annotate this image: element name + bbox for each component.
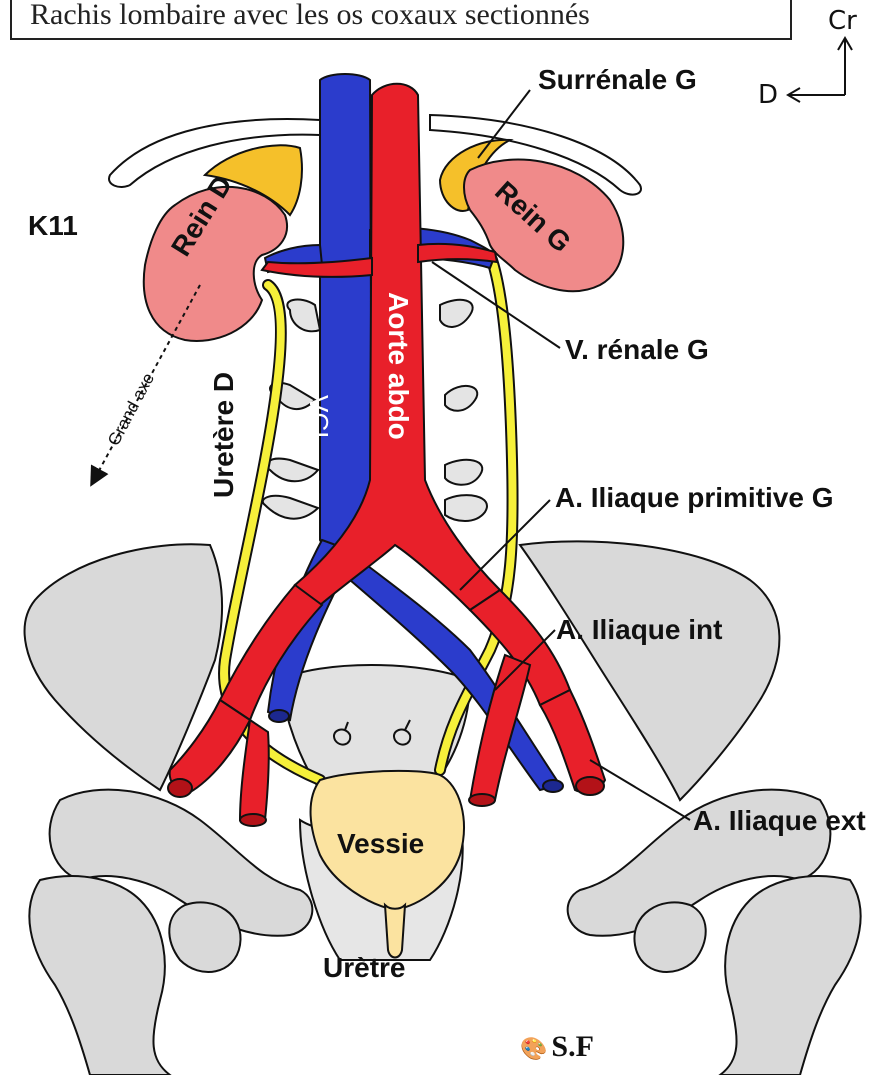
label-ivc: VCI bbox=[303, 395, 334, 438]
femur-left bbox=[720, 876, 861, 1075]
orientation-compass bbox=[788, 38, 852, 102]
label-aorta: Aorte abdo bbox=[382, 292, 414, 440]
compass-right-label: D bbox=[758, 80, 778, 110]
femur-right bbox=[29, 876, 170, 1075]
label-ureter-right: Uretère D bbox=[208, 372, 240, 498]
label-k11: K11 bbox=[28, 210, 78, 242]
label-adrenal-left: Surrénale G bbox=[538, 64, 697, 96]
urethra bbox=[385, 905, 405, 958]
label-common-iliac-left: A. Iliaque primitive G bbox=[555, 482, 834, 514]
label-external-iliac: A. Iliaque ext bbox=[693, 805, 866, 837]
trochanter-right bbox=[169, 902, 240, 972]
trochanter-left bbox=[634, 902, 705, 972]
label-internal-iliac: A. Iliaque int bbox=[556, 614, 722, 646]
label-renal-vein-left: V. rénale G bbox=[565, 334, 709, 366]
renal-artery-left bbox=[418, 244, 497, 262]
palette-icon: 🎨 bbox=[520, 1036, 547, 1061]
signature-text: S.F bbox=[551, 1030, 594, 1063]
label-bladder: Vessie bbox=[337, 828, 424, 860]
compass-cranial-label: Cr bbox=[828, 6, 857, 36]
inferior-vena-cava bbox=[320, 74, 372, 555]
label-urethra: Urètre bbox=[323, 952, 405, 984]
signature: 🎨 S.F bbox=[520, 1030, 594, 1064]
